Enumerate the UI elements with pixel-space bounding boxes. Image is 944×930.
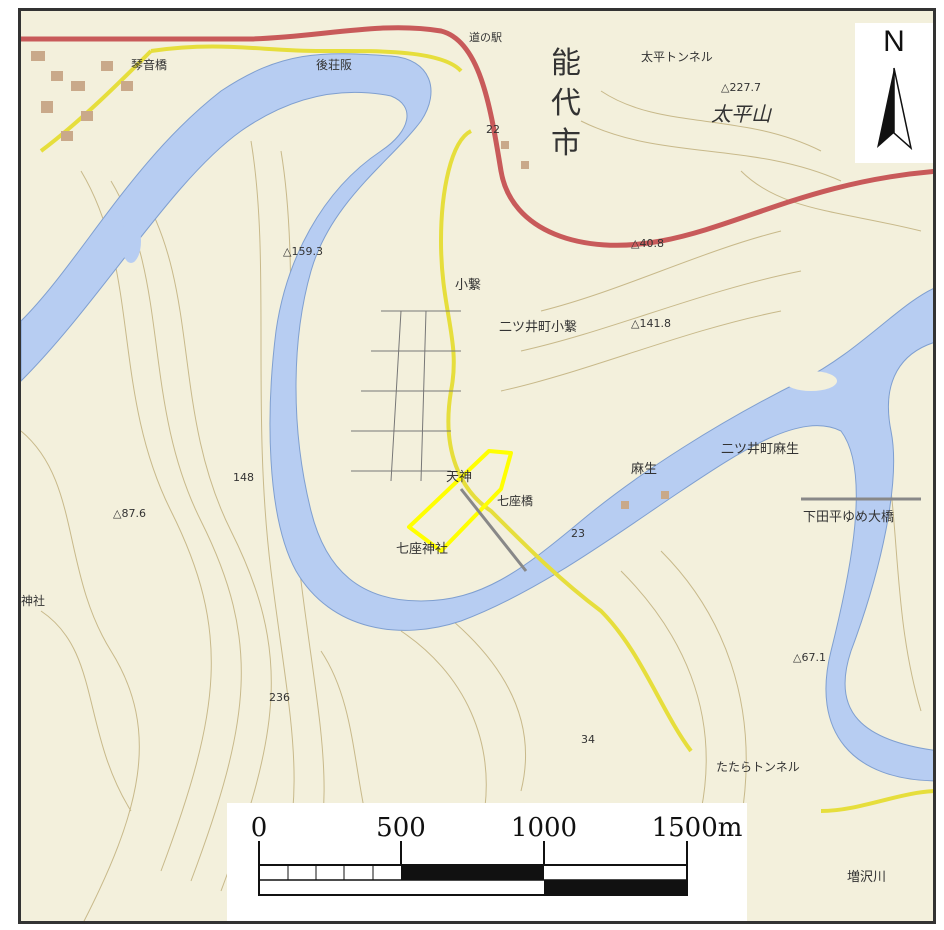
label-elev-141: △141.8 [631,317,671,330]
city-char-1: 能 [551,46,581,81]
label-taihei-tunnel: 太平トンネル [641,49,713,64]
scale-tick-0: 0 [250,813,268,843]
paddy-field-grid [351,310,461,482]
label-aso: 麻生 [631,462,657,477]
label-tatara-tunnel: たたらトンネル [716,760,800,774]
scale-tick-1000: 1000 [510,813,578,843]
yoneshiro-river [21,53,933,782]
label-futatsui-aso: 二ツ井町麻生 [721,442,799,457]
label-tenjin: 天神 [446,470,472,485]
label-michi-no-eki: 道の駅 [469,30,502,44]
yellow-route-line [39,44,933,813]
land-area [21,11,933,921]
label-elev-227: △227.7 [721,81,761,94]
label-elev-148: 148 [233,471,254,484]
city-name-noshiro: 能 代 市 [551,46,581,161]
scale-bar-graphic [258,841,688,896]
label-kotone-bridge: 琴音橋 [131,57,167,72]
river-islet [121,219,141,263]
label-elev-40: △40.8 [631,237,664,250]
scale-tick-500: 500 [376,813,426,843]
contour-lines [21,90,922,921]
label-shrine-left: 神社 [21,593,45,608]
label-elev-67: △67.1 [793,651,826,664]
label-shimoda-bridge: 下田平ゆめ大橋 [803,510,894,525]
label-koteson: 後荘阪 [316,58,352,72]
city-char-2: 代 [551,86,581,121]
north-arrow-icon [877,67,913,151]
label-elev-34: 34 [581,733,595,746]
city-char-3: 市 [551,126,581,161]
label-masuzawa: 増沢川 [847,870,886,885]
nanaza-bridge-line [459,488,528,572]
scale-bar: 0 500 1000 1500m [227,803,747,921]
label-elev-87: △87.6 [113,507,146,520]
label-elev-22: 22 [486,123,500,136]
national-route-7 [21,25,933,248]
label-futatsui-kotsunagi: 二ツ井町小繋 [499,319,577,335]
label-elev-23: 23 [571,527,585,540]
map-canvas: 太平トンネル 太平山 △227.7 道の駅 後荘阪 琴音橋 △159.3 小繋 … [21,11,933,921]
label-elev-159: △159.3 [283,245,323,258]
north-arrow-panel: N [855,23,933,163]
topographic-map[interactable]: 太平トンネル 太平山 △227.7 道の駅 後荘阪 琴音橋 △159.3 小繋 … [18,8,936,924]
north-label: N [883,25,905,58]
scale-tick-1500: 1500m [651,813,743,843]
label-kotsunagi: 小繋 [455,277,481,293]
map-text-labels: 太平トンネル 太平山 △227.7 道の駅 後荘阪 琴音橋 △159.3 小繋 … [21,30,894,885]
label-nanaza-shrine: 七座神社 [396,541,448,557]
settlement-blocks [31,51,669,509]
sandbar [785,371,837,391]
highlight-area [407,449,513,553]
label-nanaza-bridge: 七座橋 [497,493,533,508]
label-taiheiyama: 太平山 [711,102,773,126]
label-elev-236: 236 [269,691,290,704]
